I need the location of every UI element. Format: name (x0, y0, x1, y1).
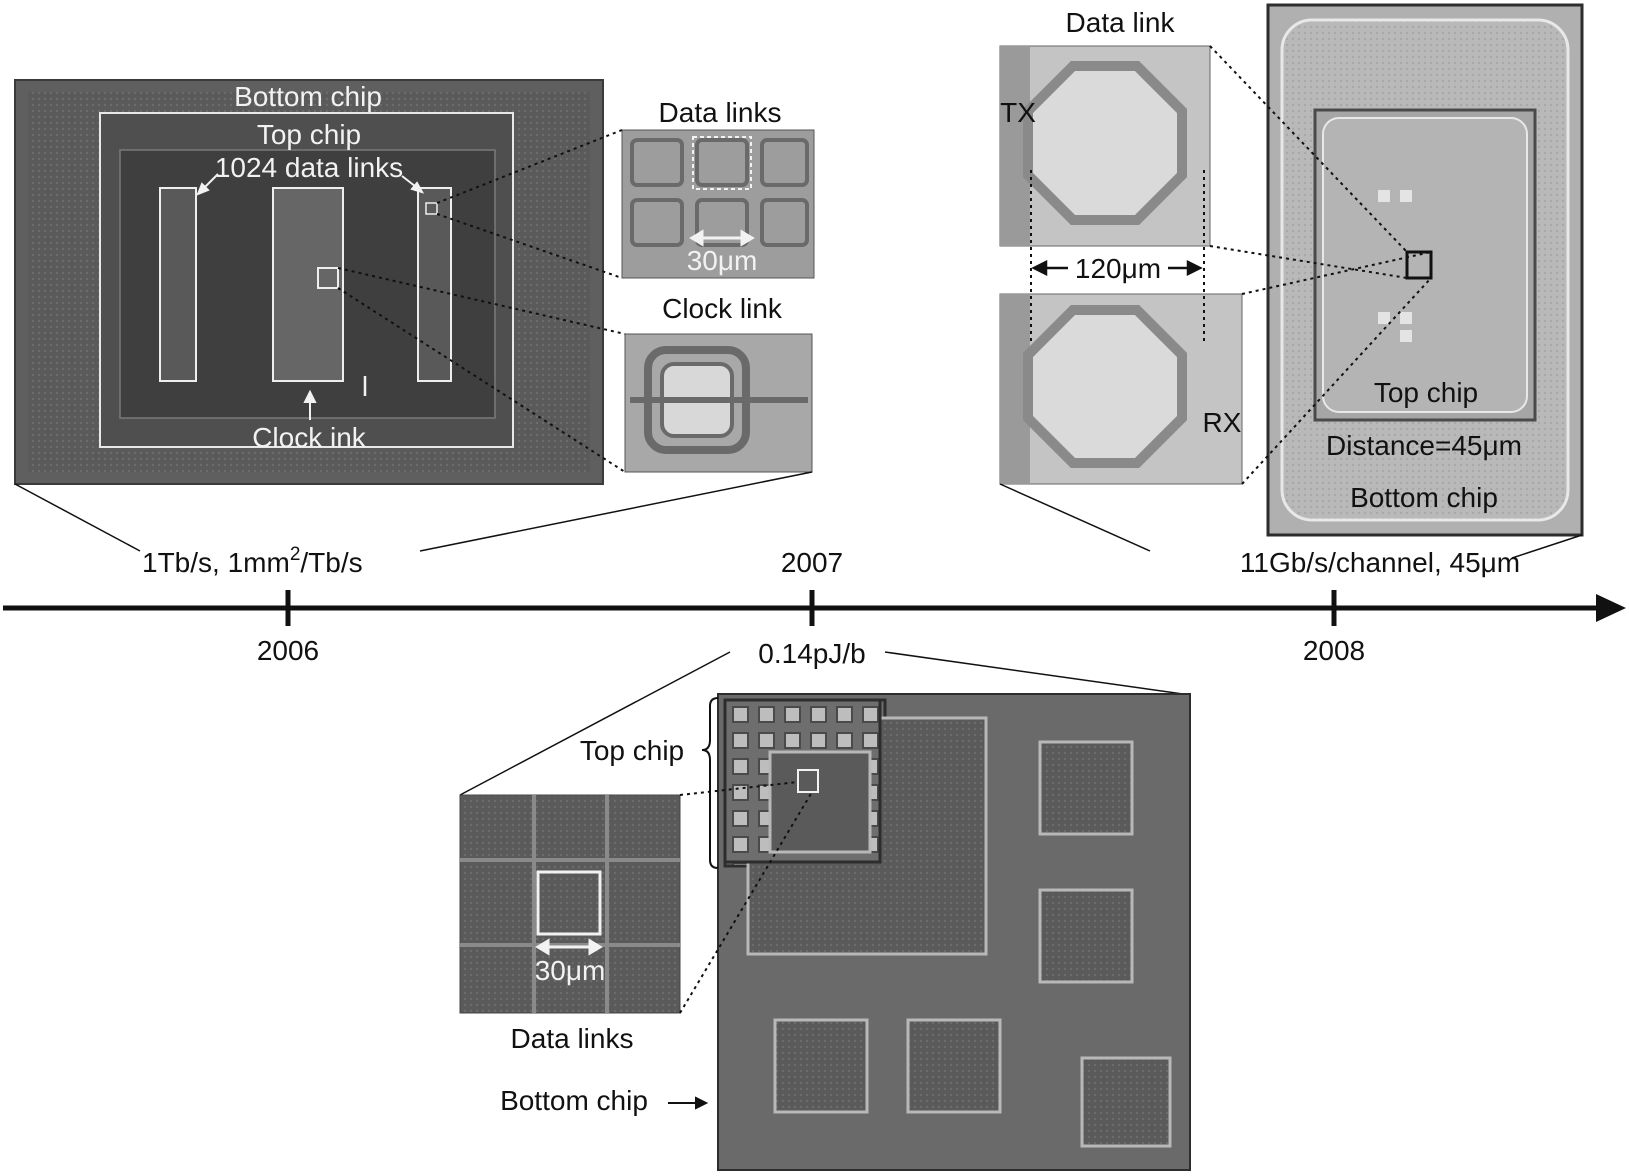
data-link-marker-2007-top (797, 769, 819, 793)
panel-2008: TX Data link RX 120μm Top chip Distance=… (999, 3, 1584, 559)
bottom-chip-label-2007: Bottom chip (500, 1085, 648, 1116)
data-links-zoom-grid-2007 (460, 795, 680, 1013)
top-chip-label-2006: Top chip (257, 119, 361, 150)
data-link-marker-2008 (1405, 250, 1433, 280)
zoom-scale-label-2007: 30μm (535, 955, 606, 986)
callout-lines-2006 (14, 471, 813, 552)
tx-label: TX (1000, 97, 1036, 128)
zoom-data-title-2006: Data links (659, 97, 782, 128)
bottom-chip-arrow-2007 (668, 1096, 709, 1110)
year-2007: 2007 (781, 547, 843, 578)
zoom-title-2007: Data links (511, 1023, 634, 1054)
clock-link-label-2006: Clock ink (252, 422, 367, 453)
rx-inductor (1023, 305, 1187, 468)
data-links-zoom-cells (630, 138, 809, 247)
data-link-cell-highlight-2007 (536, 870, 602, 936)
bottom-chip-blocks-2007 (773, 740, 1172, 1148)
callout-lines-2008 (999, 483, 1583, 559)
clock-link-column (272, 187, 344, 382)
inductor-alignment-lines (1030, 170, 1205, 345)
data-link-column-left (159, 187, 197, 382)
top-chip-inner-2008 (1322, 117, 1528, 413)
data-link-title-2008: Data link (1066, 7, 1176, 38)
metric-2007: 0.14pJ/b (758, 638, 865, 669)
distance-label-2008: Distance=45μm (1326, 430, 1522, 461)
data-links-count-label: 1024 data links (215, 152, 403, 183)
tx-inductor (1023, 61, 1187, 225)
scale-bar-120um (1031, 259, 1203, 277)
data-links-zoom-photo-2007 (459, 794, 681, 1014)
panel-2006: Bottom chip Top chip 1024 data links Clo… (14, 79, 815, 552)
data-link-cell-highlight (692, 136, 752, 190)
panel-2007: Top chip Bottom chip 30μm Data links (459, 651, 1191, 1171)
year-2006: 2006 (257, 635, 319, 666)
zoom-data-scale-label-2006: 30μm (687, 245, 758, 276)
clock-mark-label: l (362, 371, 368, 402)
timeline-arrowhead (1596, 594, 1626, 622)
scale-bar-data-links-2007 (535, 938, 603, 956)
data-link-zoom-marker (425, 202, 438, 215)
top-chip-label-2007: Top chip (580, 735, 684, 766)
callout-lines-2007 (459, 651, 1191, 796)
zoom-clock-title-2006: Clock link (662, 293, 783, 324)
timeline: 2006 2007 2008 1Tb/s, 1mm2/Tb/s 11Gb/s/c… (3, 544, 1626, 669)
scale-120um-label: 120μm (1075, 253, 1161, 284)
data-links-zoom-photo (621, 129, 815, 279)
top-chip-core-overlay (768, 750, 872, 854)
zoom-guide-lines-2008 (1209, 45, 1432, 485)
zoom-guide-lines-2007 (679, 781, 813, 1014)
clock-link-zoom-marker (317, 267, 339, 289)
top-chip-brace (701, 697, 719, 869)
year-2008: 2008 (1303, 635, 1365, 666)
bottom-chip-label-2008: Bottom chip (1350, 482, 1498, 513)
rx-label: RX (1203, 407, 1242, 438)
metric-2006: 1Tb/s, 1mm2/Tb/s (142, 544, 363, 578)
zoom-guide-lines-2006 (337, 129, 626, 473)
annotation-arrows-2006 (196, 173, 425, 420)
top-chip-label-2008: Top chip (1374, 377, 1478, 408)
metric-2008: 11Gb/s/channel, 45μm (1240, 547, 1520, 578)
pad-blocks-2008 (1378, 190, 1412, 342)
bottom-chip-label-2006: Bottom chip (234, 81, 382, 112)
scale-bar-data-links-2006 (689, 229, 755, 247)
